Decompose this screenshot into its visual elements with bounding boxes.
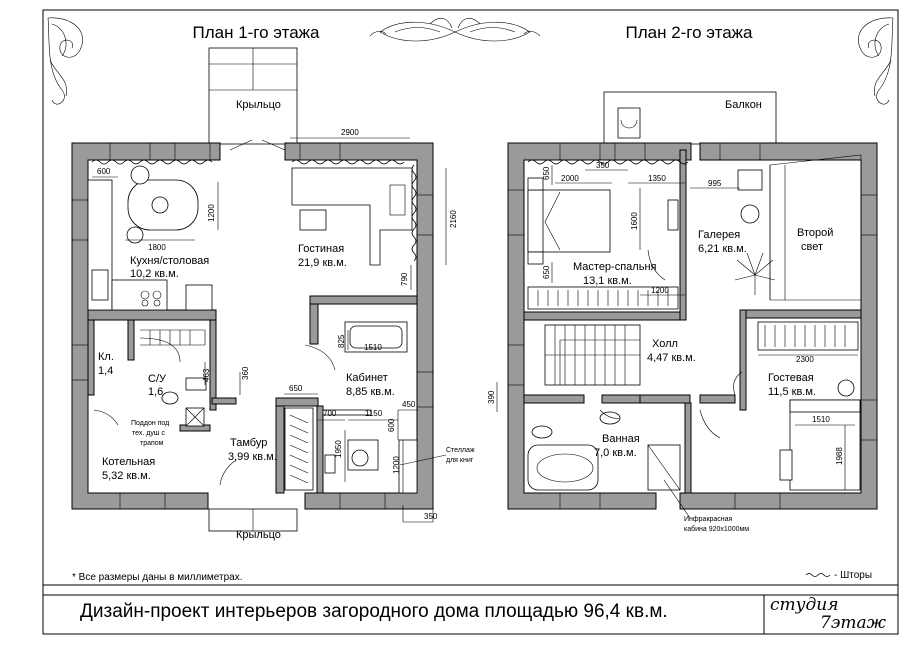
ornament-icon xyxy=(47,17,83,105)
ir-cabin-2: кабина 920х1000мм xyxy=(684,525,749,533)
sheet-frame xyxy=(42,9,899,635)
office-name: Кабинет xyxy=(346,372,388,384)
dim2-350: 350 xyxy=(596,161,610,170)
porch-bottom-label: Крыльцо xyxy=(236,529,281,541)
floor2-outer-walls xyxy=(507,142,692,510)
dim-2900: 2900 xyxy=(341,128,359,137)
dim-700: 700 xyxy=(323,409,337,418)
dim-450: 450 xyxy=(402,400,416,409)
dim-825: 825 xyxy=(337,334,346,348)
dim2-650a: 650 xyxy=(542,166,551,180)
boiler-area: 5,32 кв.м. xyxy=(102,470,151,482)
dim2-995: 995 xyxy=(708,179,722,188)
dim2-1200: 1200 xyxy=(651,286,669,295)
dim-1150: 1150 xyxy=(365,409,383,418)
ir-cabin-1: Инфракрасная xyxy=(684,516,733,523)
floor1-outer-walls xyxy=(71,142,221,510)
bath2-area: 7,0 кв.м. xyxy=(594,447,637,459)
bath1-name: С/У xyxy=(148,373,167,385)
shower-note-1: Поддон под xyxy=(131,420,169,427)
closet-name: Кл. xyxy=(98,351,114,363)
guest-area: 11,5 кв.м. xyxy=(768,386,816,398)
dim-360: 360 xyxy=(241,366,250,380)
project-title: Дизайн-проект интерьеров загородного дом… xyxy=(80,601,668,622)
logo-line1: студия xyxy=(770,595,838,615)
dim-600: 600 xyxy=(97,167,111,176)
dim-650: 650 xyxy=(289,384,303,393)
dim2-1350: 1350 xyxy=(648,174,666,183)
dim-1200b: 1200 xyxy=(392,456,401,474)
dim-1200a: 1200 xyxy=(207,204,216,222)
floor2-plan xyxy=(507,91,878,510)
floor2-title: План 2-го этажа xyxy=(625,23,753,42)
bath1-area: 1,6 xyxy=(148,386,163,398)
vestibule-name: Тамбур xyxy=(230,437,267,449)
dim-350: 350 xyxy=(424,512,438,521)
living-area: 21,9 кв.м. xyxy=(298,257,347,269)
porch-top-label: Крыльцо xyxy=(236,99,281,111)
hall-area: 4,47 кв.м. xyxy=(647,352,696,364)
plant-icon xyxy=(734,252,776,295)
floor1-title: План 1-го этажа xyxy=(192,23,320,42)
gallery-name: Галерея xyxy=(698,229,740,241)
guest-name: Гостевая xyxy=(768,372,814,384)
floor1-dimension-lines xyxy=(92,137,447,523)
master-area: 13,1 кв.м. xyxy=(583,275,632,287)
dim-1510: 1510 xyxy=(364,343,382,352)
shower-note-2: тех. душ с xyxy=(132,430,165,437)
bath2-name: Ванная xyxy=(602,433,640,445)
closet-area: 1,4 xyxy=(98,365,113,377)
dim-1800: 1800 xyxy=(148,243,166,252)
shelf-note-2: для книг xyxy=(446,457,474,464)
dim2-1988: 1988 xyxy=(835,447,844,465)
second-light-1: Второй xyxy=(797,227,833,239)
hall-name: Холл xyxy=(652,338,678,350)
dim-1950: 1950 xyxy=(334,440,343,458)
kitchen-name: Кухня/столовая xyxy=(130,255,209,267)
dim2-2000: 2000 xyxy=(561,174,579,183)
curtain-icon xyxy=(805,573,831,577)
master-name: Мастер-спальня xyxy=(573,261,657,273)
living-name: Гостиная xyxy=(298,243,344,255)
dim-463: 463 xyxy=(202,368,211,382)
legend-curtains: - Шторы xyxy=(834,570,872,581)
vestibule-area: 3,99 кв.м. xyxy=(228,451,277,463)
dim-790: 790 xyxy=(400,272,409,286)
dim2-2300: 2300 xyxy=(796,355,814,364)
footer-note: * Все размеры даны в миллиметрах. xyxy=(72,572,243,583)
dim2-1510: 1510 xyxy=(812,415,830,424)
floor1-plan xyxy=(71,47,434,532)
second-light-2: свет xyxy=(801,241,823,253)
dim-600b: 600 xyxy=(387,418,396,432)
ornament-icon xyxy=(369,17,541,42)
boiler-name: Котельная xyxy=(102,456,155,468)
ornament-icon xyxy=(858,17,894,105)
floor2-dimension-lines xyxy=(496,165,858,490)
dim2-650b: 650 xyxy=(542,265,551,279)
kitchen-area: 10,2 кв.м. xyxy=(130,268,179,280)
dim2-1600: 1600 xyxy=(630,212,639,230)
balcony-label: Балкон xyxy=(725,99,762,111)
dim2-390: 390 xyxy=(487,390,496,404)
office-area: 8,85 кв.м. xyxy=(346,386,395,398)
logo-line2: 7этаж xyxy=(820,613,887,633)
shelf-note-1: Стеллаж xyxy=(446,447,475,454)
gallery-area: 6,21 кв.м. xyxy=(698,243,747,255)
shower-note-3: трапом xyxy=(140,440,164,447)
dim-2160: 2160 xyxy=(449,210,458,228)
